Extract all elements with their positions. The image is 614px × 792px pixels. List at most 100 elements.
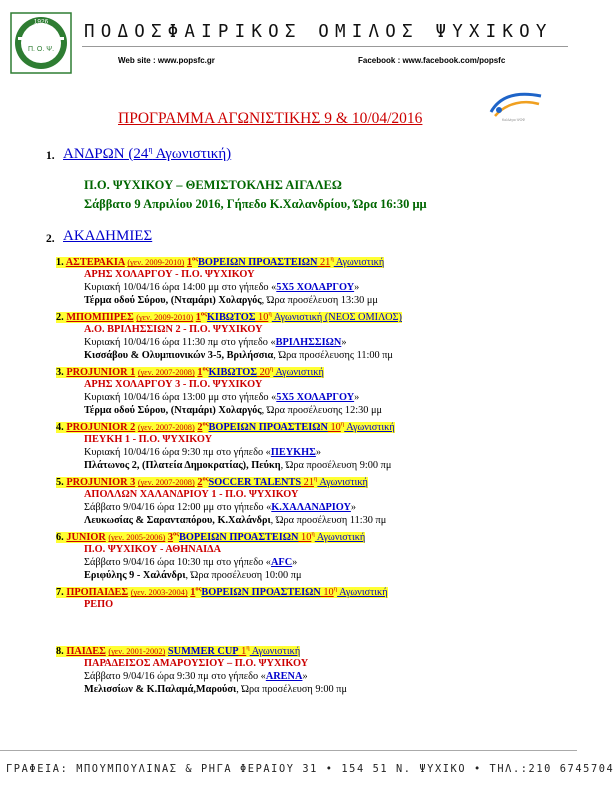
academy-round-sup: η [313,476,318,483]
academy-address-street: Μελισσίων & Κ.Παλαμά,Μαρούσι [84,684,237,695]
academy-address-street: Τέρμα οδού Σύρου, (Νταμάρι) Χολαργός [84,405,262,416]
academy-match: ΠΑΡΑΔΕΙΣΟΣ ΑΜΑΡΟΥΣΙΟΥ – Π.Ο. ΨΥΧΙΚΟΥ [84,658,309,669]
academy-address: Τέρμα οδού Σύρου, (Νταμάρι) Χολαργός, Ώρ… [84,405,382,416]
academy-schedule-end: » [354,392,360,403]
academy-team-name: PROJUNIOR 1 [66,367,136,379]
academy-team-name: PROJUNIOR 3 [66,477,136,489]
academy-item-number: 5. [56,477,64,489]
academy-league-rank: 3 [167,532,174,544]
academy-schedule: Σάββατο 9/04/16 ώρα 10:30 πμ στο γήπεδο … [84,557,297,568]
academy-team-name: ΜΠΟΜΠΙΡΕΣ [66,312,134,324]
academy-generation: (γεν. 2001-2002) [108,647,166,657]
academy-item-number: 3. [56,367,64,379]
men-match: Π.Ο. ΨΥΧΙΚΟΥ – ΘΕΜΙΣΤΟΚΛΗΣ ΑΙΓΑΛΕΩ [84,178,342,192]
page-title: ΠΡΟΓΡΑΜΜΑ ΑΓΩΝΙΣΤΙΚΗΣ 9 & 10/04/2016 [118,110,423,127]
academy-item-number: 8. [56,646,64,658]
men-heading: ΑΝΔΡΩΝ (24η Αγωνιστική) [63,145,231,163]
academy-round-label: Αγωνιστική [317,477,368,489]
academy-item-header: 8. ΠΑΙΔΕΣ (γεν. 2001-2002) SUMMER CUP 1η… [56,645,301,658]
academy-match: Α.Ο. ΒΡΙΛΗΣΣΙΩΝ 2 - Π.Ο. ΨΥΧΙΚΟΥ [84,324,263,335]
academies-heading: ΑΚΑΔΗΜΙΕΣ [63,228,153,244]
academy-venue: ΒΡΙΛΗΣΣΙΩΝ [275,337,342,348]
academy-match: ΑΡΗΣ ΧΟΛΑΡΓΟΥ - Π.Ο. ΨΥΧΙΚΟΥ [84,269,255,280]
academy-schedule-text: Σάββατο 9/04/16 ώρα 12:00 μμ στο γήπεδο … [84,502,272,513]
academy-league-rank: 1 [186,257,192,269]
academy-arrival-time: , Ώρα προσέλευση 11:30 πμ [270,515,387,526]
academy-item-header: 7. ΠΡΟΠΑΙΔΕΣ (γεν. 2003-2004) 1οςΒΟΡΕΙΩΝ… [56,586,388,599]
academy-item-highlight: 7. ΠΡΟΠΑΙΔΕΣ (γεν. 2003-2004) 1οςΒΟΡΕΙΩΝ… [56,586,388,599]
academy-item-header: 5. PROJUNIOR 3 (γεν. 2007-2008) 2οςSOCCE… [56,476,368,489]
academy-address-street: Πλάτωνος 2, (Πλατεία Δημοκρατίας), Πεύκη [84,460,281,471]
men-heading-tail: Αγωνιστική) [152,146,232,162]
academy-venue: 5Χ5 ΧΟΛΑΡΓΟΥ [276,392,355,403]
academy-round-sup: η [268,311,272,318]
academy-round-label: Αγωνιστική [314,532,366,544]
academy-arrival-time: , Ώρα προσέλευση 10:00 πμ [185,570,302,581]
footer-divider [0,750,577,751]
academy-address: Εριφύλης 9 - Χαλάνδρι, Ώρα προσέλευση 10… [84,570,301,581]
academy-schedule-end: » [292,557,298,568]
academy-round: 10 [320,587,334,599]
academy-item-highlight: 8. ΠΑΙΔΕΣ (γεν. 2001-2002) SUMMER CUP 1η… [56,645,301,658]
academy-schedule-text: Κυριακή 10/04/16 ώρα 14:00 μμ στο γήπεδο… [84,282,277,293]
academy-round-sup: η [330,256,334,263]
document-page: 1926 Π. Ο. Ψ. ΠΟΔΟΣΦΑΙΡΙΚΟΣ ΟΜΙΛΟΣ ΨΥΧΙΚ… [0,12,613,775]
academy-arrival-time: , Ώρα προσέλευσης 11:00 πμ [273,350,393,361]
academy-item-highlight: 3. PROJUNIOR 1 (γεν. 2007-2008) 1οςΚΙΒΩΤ… [56,366,324,379]
academy-item-number: 6. [56,532,64,544]
men-details: Σάββατο 9 Απριλίου 2016, Γήπεδο Κ.Χαλανδ… [84,197,427,211]
academy-league-name: ΒΟΡΕΙΩΝ ΠΡΟΑΣΤΕΙΩΝ [198,257,318,269]
academy-league-rank-sup: ος [202,366,209,373]
academy-league-rank: 1 [195,312,201,324]
facebook-text: Facebook : www.facebook.com/popsfc [358,56,506,65]
academy-item-highlight: 6. JUNIOR (γεν. 2005-2006) 3οςΒΟΡΕΙΩΝ ΠΡ… [56,531,366,544]
academy-league-rank-sup: ος [202,476,209,483]
academy-match: Π.Ο. ΨΥΧΙΚΟΥ - ΑΘΗΝΑΙΔΑ [84,544,222,555]
academy-round: 21 [301,477,314,489]
academy-address: Κισσάβου & Ολυμπιονικών 3-5, Βριλήσσια, … [84,350,393,361]
academy-league-name: SUMMER CUP [167,646,239,658]
academy-team-name: ΠΑΙΔΕΣ [66,646,106,658]
academy-arrival-time: , Ώρα προσέλευση 13:30 μμ [261,295,378,306]
academy-round-sup: η [340,421,345,428]
academy-league-name: ΚΙΒΩΤΟΣ [208,367,258,379]
academy-league-rank: 1 [197,367,203,379]
academy-item-highlight: 5. PROJUNIOR 3 (γεν. 2007-2008) 2οςSOCCE… [56,476,368,489]
academy-address-street: Λευκωσίας & Σαρανταπόρου, Κ.Χαλάνδρι [84,515,271,526]
sponsor-caption: Κολλέγιο ΨΟΦ [502,118,526,122]
academy-item-header: 1. ΑΣΤΕΡΑΚΙΑ (γεν. 2009-2010) 1οςΒΟΡΕΙΩΝ… [56,256,385,269]
academy-generation: (γεν. 2009-2010) [127,258,185,268]
academy-league-name: ΒΟΡΕΙΩΝ ΠΡΟΑΣΤΕΙΩΝ [208,422,328,434]
academy-league-name: ΒΟΡΕΙΩΝ ΠΡΟΑΣΤΕΙΩΝ [179,532,299,544]
academy-round-sup: η [311,531,315,538]
academy-round: 10 [327,422,341,434]
academy-team-name: ΠΡΟΠΑΙΔΕΣ [66,587,129,599]
section-number: 2. [46,233,55,245]
academy-schedule: Κυριακή 10/04/16 ώρα 13:00 μμ στο γήπεδο… [84,392,359,403]
academy-schedule-text: Σάββατο 9/04/16 ώρα 10:30 πμ στο γήπεδο … [84,557,271,568]
academy-schedule-end: » [341,337,347,348]
academy-venue: ARENA [265,671,303,682]
academy-team-name: ΑΣΤΕΡΑΚΙΑ [65,257,125,269]
academy-schedule-end: » [302,671,308,682]
academy-item-number: 4. [56,422,64,434]
academy-league-rank-sup: ος [192,256,198,263]
academy-item-number: 7. [56,587,64,599]
academy-schedule-end: » [315,447,322,458]
academy-round-sup: η [246,645,250,652]
academy-address-street: Κισσάβου & Ολυμπιονικών 3-5, Βριλήσσια [84,350,274,361]
academy-league-rank-sup: ος [195,586,202,593]
logo-letters: Π. Ο. Ψ. [28,46,54,53]
academy-venue: ΠΕΥΚΗΣ [270,447,316,458]
academy-address: Λευκωσίας & Σαρανταπόρου, Κ.Χαλάνδρι, Ώρ… [84,515,386,526]
section-number: 1. [46,150,55,162]
academy-item-number: 1. [56,257,64,269]
footer-address: ΓΡΑΦΕΙΑ: ΜΠΟΥΜΠΟΥΛΙΝΑΣ & ΡΗΓΑ ΦΕΡΑΙΟΥ 31… [6,763,614,775]
academy-item-highlight: 2. ΜΠΟΜΠΙΡΕΣ (γεν. 2009-2010) 1οςΚΙΒΩΤΟΣ… [56,311,402,324]
academy-league-rank: 1 [190,587,196,599]
academy-league-rank: 2 [197,422,203,434]
academy-item-highlight: 1. ΑΣΤΕΡΑΚΙΑ (γεν. 2009-2010) 1οςΒΟΡΕΙΩΝ… [56,256,385,269]
academy-round-label: Αγωνιστική [344,422,395,434]
academy-schedule-end: » [354,282,360,293]
club-logo: 1926 Π. Ο. Ψ. [10,12,72,74]
